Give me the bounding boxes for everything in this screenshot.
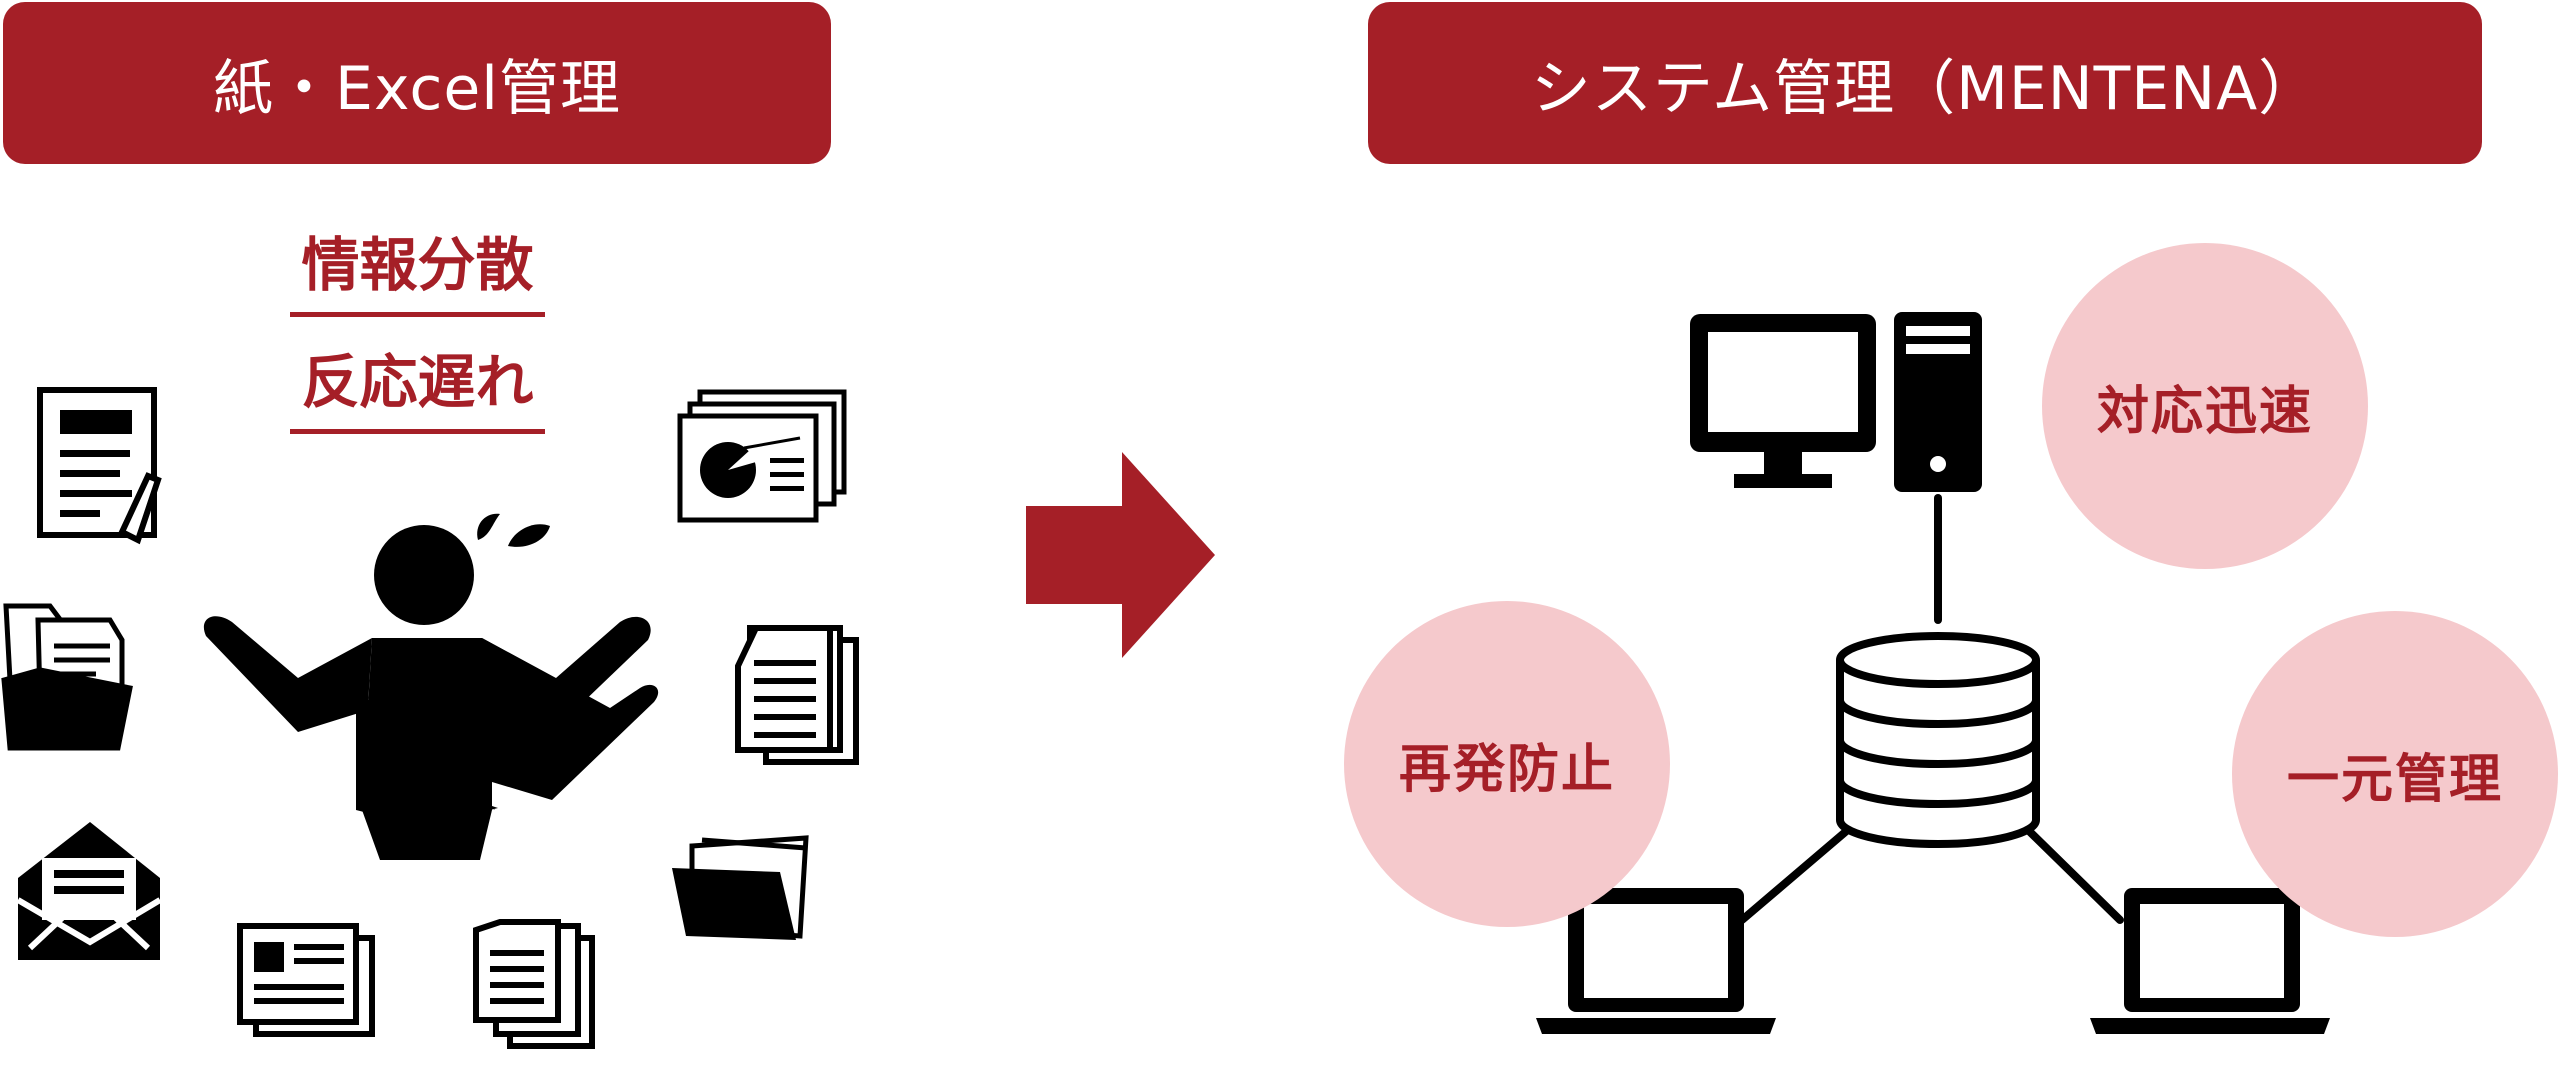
laptop-icon bbox=[1536, 888, 1776, 1034]
server-tower-icon bbox=[1894, 312, 1982, 492]
document-stack-icon bbox=[473, 919, 595, 1049]
envelope-icon bbox=[16, 822, 162, 960]
benefit-centralized-management: 一元管理 bbox=[2232, 611, 2558, 937]
issue-label-scattered: 情報分散 bbox=[290, 218, 545, 317]
confused-person-icon bbox=[203, 513, 659, 860]
network-connector bbox=[1738, 494, 2124, 924]
left-panel-title: 紙・Excel管理 bbox=[3, 2, 831, 164]
benefit-fast-response: 対応迅速 bbox=[2042, 243, 2368, 569]
desktop-monitor-icon bbox=[1690, 314, 1876, 488]
newspaper-icon bbox=[237, 923, 375, 1037]
filing-tray-icon bbox=[1, 603, 133, 751]
presentation-icon bbox=[677, 389, 847, 523]
database-icon bbox=[1836, 632, 2040, 848]
arrow-right-icon bbox=[1026, 452, 1215, 658]
right-panel-title: システム管理（MENTENA） bbox=[1368, 2, 2482, 164]
laptop-icon bbox=[2090, 888, 2330, 1034]
document-icon bbox=[37, 387, 162, 545]
folder-icon bbox=[672, 835, 809, 940]
documents-icon bbox=[735, 625, 859, 765]
benefit-prevent-recurrence: 再発防止 bbox=[1344, 601, 1670, 927]
issue-label-delay: 反応遅れ bbox=[290, 335, 545, 434]
